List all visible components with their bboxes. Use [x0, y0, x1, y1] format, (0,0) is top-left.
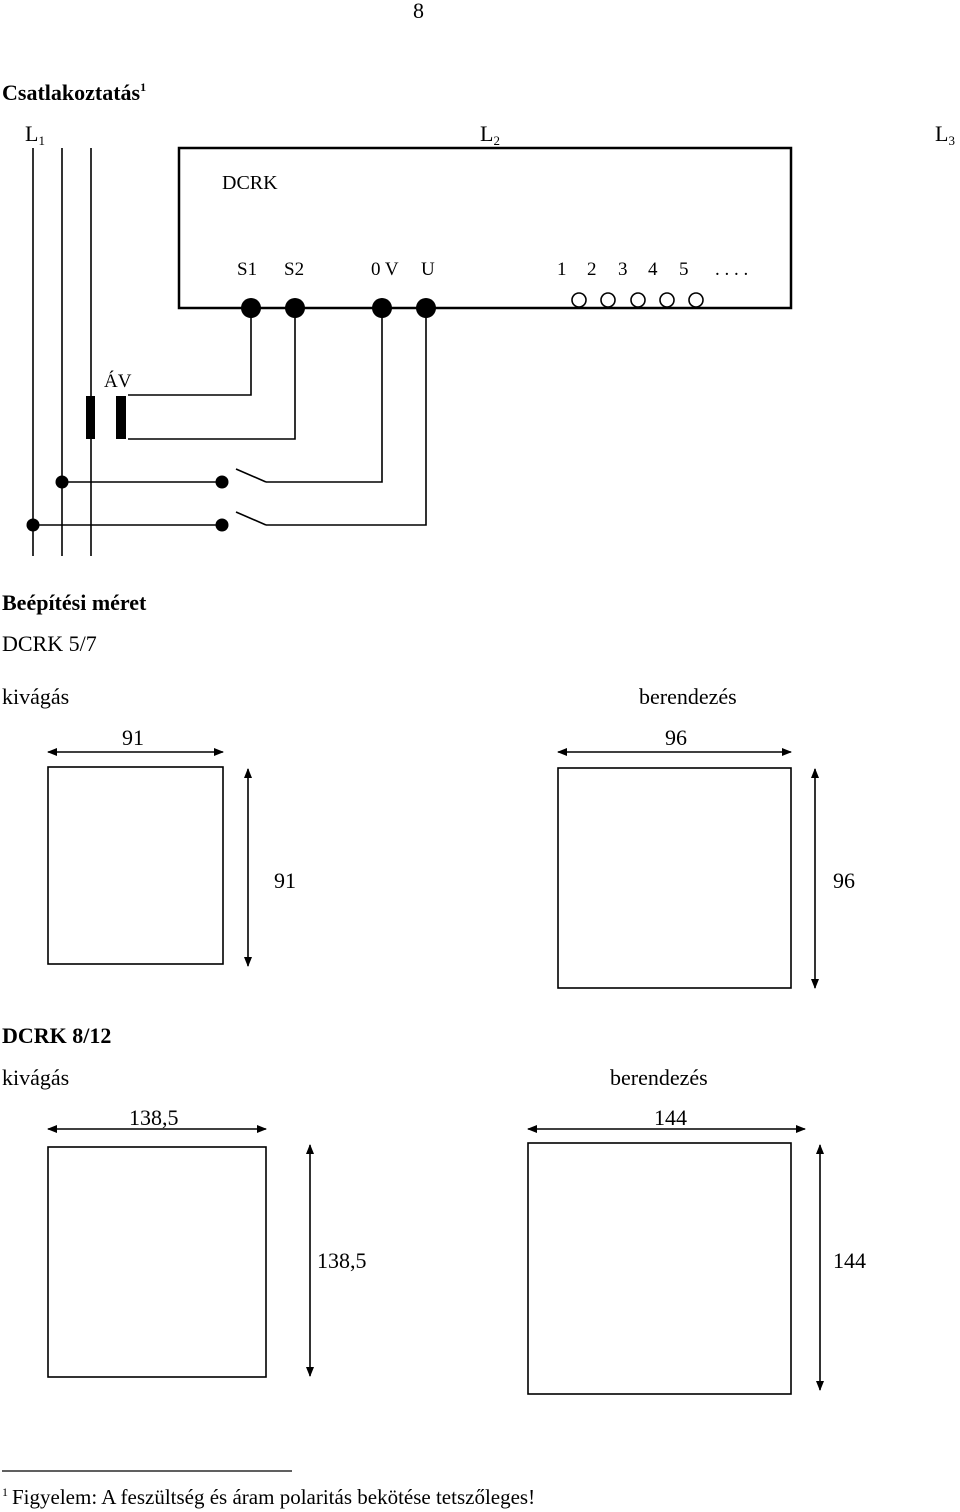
- u-wire: [266, 308, 427, 526]
- dcrk57-drawing: [47, 748, 819, 989]
- page-number: 8: [413, 0, 424, 23]
- dcrk57-cutout-width: 91: [122, 725, 144, 750]
- fuse-switch-1: [235, 468, 267, 483]
- fuse-switch-2: [235, 511, 267, 526]
- junction-l1-dot: [26, 518, 40, 532]
- terminal-s2-dot: [285, 298, 305, 318]
- transformer-label: ÁV: [104, 371, 132, 392]
- terminal-u-label: U: [421, 259, 435, 280]
- output-1-terminal: [571, 292, 587, 308]
- phase-index: 1: [38, 133, 45, 148]
- s2-wire: [128, 308, 296, 440]
- footnote: 1 Figyelem: A feszültség és áram polaritá…: [2, 1485, 536, 1509]
- dcrk812-device-width: 144: [654, 1105, 687, 1130]
- dcrk57-device-width: 96: [665, 725, 687, 750]
- output-4-label: 4: [648, 259, 658, 280]
- terminal-0v-dot: [372, 298, 392, 318]
- heading-footnote-ref: 1: [140, 80, 147, 94]
- phase-letter: L: [25, 121, 39, 146]
- device-label: DCRK: [222, 172, 278, 194]
- dcrk-device-box: [177, 146, 793, 310]
- output-2-terminal: [600, 292, 616, 308]
- output-more-label: . . . .: [715, 259, 749, 280]
- output-5-terminal: [688, 292, 704, 308]
- footnote-marker: 1: [2, 1485, 8, 1499]
- dcrk812-cutout-height: 138,5: [317, 1248, 367, 1273]
- phase-l2-label: L2: [480, 121, 500, 148]
- phase-l1-label: L1: [25, 121, 45, 148]
- terminal-0v-label: 0 V: [371, 259, 399, 280]
- dcrk812-device-box: [527, 1142, 792, 1395]
- terminal-u-dot: [416, 298, 436, 318]
- dcrk57-cutout-box: [47, 766, 224, 965]
- mounting-heading: Beépítési méret: [2, 590, 147, 615]
- dcrk812-cutout-width: 138,5: [129, 1105, 179, 1130]
- terminal-s1-label: S1: [237, 259, 258, 280]
- dcrk57-cutout-label: kivágás: [2, 684, 70, 709]
- output-3-label: 3: [618, 259, 628, 280]
- phase-index: 2: [493, 133, 500, 148]
- s1-wire: [128, 308, 252, 396]
- output-1-label: 1: [557, 259, 567, 280]
- junction-l2-dot: [55, 475, 69, 489]
- switch2-contact-dot: [215, 518, 229, 532]
- current-transformer-left-core: [86, 396, 95, 439]
- connection-heading: Csatlakoztatás1: [2, 80, 147, 105]
- dcrk812-drawing: [47, 1125, 824, 1395]
- switch1-contact-dot: [215, 475, 229, 489]
- footnote-text: Figyelem: A feszültség és áram polaritás…: [12, 1485, 536, 1509]
- terminal-s2-label: S2: [284, 259, 305, 280]
- dcrk57-device-box: [557, 767, 792, 989]
- phase-index: 3: [948, 133, 955, 148]
- dcrk812-device-height: 144: [833, 1248, 866, 1273]
- dcrk57-cutout-height: 91: [274, 868, 296, 893]
- phase-letter: L: [935, 121, 949, 146]
- dcrk812-title: DCRK 8/12: [2, 1023, 112, 1048]
- phase-letter: L: [480, 121, 494, 146]
- output-5-label: 5: [679, 259, 689, 280]
- output-2-label: 2: [587, 259, 597, 280]
- terminal-dots: [26, 298, 436, 532]
- dcrk812-device-label: berendezés: [610, 1065, 708, 1090]
- dcrk812-cutout-label: kivágás: [2, 1065, 70, 1090]
- zero-v-wire: [266, 308, 383, 483]
- phase-l3-label: L3: [935, 121, 955, 148]
- dcrk57-title: DCRK 5/7: [2, 631, 97, 656]
- current-transformer-right-core: [116, 396, 126, 439]
- output-terminals: [571, 292, 704, 308]
- output-4-terminal: [659, 292, 675, 308]
- dcrk57-device-label: berendezés: [639, 684, 737, 709]
- terminal-s1-dot: [241, 298, 261, 318]
- wiring-diagram: [32, 146, 793, 556]
- output-3-terminal: [630, 292, 646, 308]
- dcrk812-cutout-box: [47, 1146, 267, 1378]
- connection-heading-text: Csatlakoztatás: [2, 80, 141, 105]
- dcrk57-device-height: 96: [833, 868, 855, 893]
